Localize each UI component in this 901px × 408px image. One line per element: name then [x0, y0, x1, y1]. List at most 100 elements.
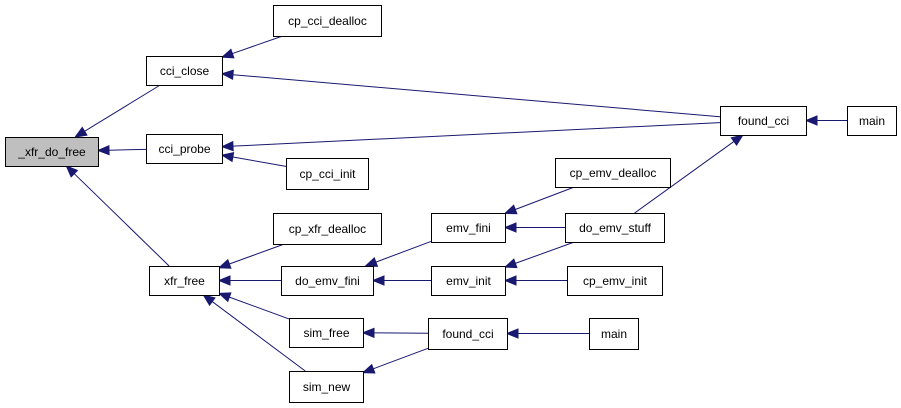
- node-box: [431, 266, 506, 296]
- edge-main_2-to-found_cci_2: [505, 328, 589, 339]
- node-main-2[interactable]: main: [589, 318, 639, 350]
- edge-found_cci_1-to-cci_probe: [220, 122, 721, 152]
- node-sim-free[interactable]: sim_free: [289, 318, 364, 348]
- node-label: do_emv_stuff: [579, 221, 651, 235]
- edge-line: [232, 35, 283, 55]
- edge-cci_close-to-xfr_do_free: [74, 84, 161, 138]
- node-cp-cci-dealloc[interactable]: cp_cci_dealloc: [273, 5, 382, 37]
- edge-arrowhead: [361, 363, 376, 374]
- node-box: [428, 318, 508, 350]
- graph-nodes: _xfr_do_free cci_close cci_probe xfr_free cp…: [5, 5, 897, 403]
- node-cp-emv-dealloc[interactable]: cp_emv_dealloc: [555, 158, 671, 188]
- node-found-cci-1[interactable]: found_cci: [720, 106, 807, 136]
- edge-line: [229, 296, 290, 320]
- node-box: [289, 371, 364, 403]
- node-box: [281, 266, 374, 296]
- edge-line: [84, 84, 161, 132]
- node-box: [589, 318, 639, 350]
- node-cci-probe[interactable]: cci_probe: [146, 134, 223, 164]
- edge-do_emv_fini-to-xfr_free: [217, 275, 281, 286]
- node-label: main: [601, 327, 627, 341]
- node-box: [431, 213, 506, 243]
- node-cp-cci-init[interactable]: cp_cci_init: [286, 158, 369, 190]
- node-do-emv-stuff[interactable]: do_emv_stuff: [565, 213, 665, 243]
- node-emv-fini[interactable]: emv_fini: [431, 213, 506, 243]
- edge-do_emv_stuff-to-found_cci_1: [634, 134, 744, 214]
- edge-cp_emv_dealloc-to-emv_fini: [503, 186, 575, 215]
- node-label: cp_cci_dealloc: [288, 14, 367, 28]
- node-label: found_cci: [738, 114, 789, 128]
- edge-cci_probe-to-xfr_do_free: [96, 144, 147, 156]
- node-xfr-do-free[interactable]: _xfr_do_free: [5, 137, 99, 167]
- edge-do_emv_stuff-to-emv_init: [503, 241, 575, 269]
- edge-found_cci_2-to-sim_new: [361, 347, 429, 374]
- node-main-1[interactable]: main: [847, 106, 897, 136]
- edge-arrowhead: [96, 144, 110, 156]
- node-cp-xfr-dealloc[interactable]: cp_xfr_dealloc: [273, 213, 382, 245]
- node-box: [286, 158, 369, 190]
- node-box: [847, 106, 897, 136]
- edge-arrowhead: [217, 275, 231, 286]
- edge-line: [211, 301, 306, 372]
- node-cp-emv-init[interactable]: cp_emv_init: [567, 266, 663, 296]
- graph-edges: [65, 35, 847, 374]
- edge-emv_init-to-do_emv_fini: [371, 275, 431, 286]
- node-label: emv_init: [446, 274, 491, 288]
- edge-line: [232, 74, 721, 118]
- edge-cp_cci_init-to-cci_probe: [220, 151, 287, 167]
- edge-xfr_free-to-xfr_do_free: [65, 165, 170, 267]
- edge-arrowhead: [220, 140, 234, 152]
- edge-sim_free-to-xfr_free: [217, 292, 290, 320]
- edge-emv_fini-to-do_emv_fini: [364, 240, 432, 267]
- edge-line: [232, 122, 721, 147]
- node-label: sim_free: [303, 326, 349, 340]
- edge-arrowhead: [220, 151, 235, 163]
- edge-line: [108, 148, 147, 151]
- node-box: [146, 56, 223, 86]
- edge-arrowhead: [217, 292, 232, 303]
- node-box: [567, 266, 663, 296]
- edge-cp_cci_dealloc-to-cci_close: [220, 35, 283, 59]
- node-emv-init[interactable]: emv_init: [431, 266, 506, 296]
- edge-cp_xfr_dealloc-to-xfr_free: [217, 243, 285, 269]
- edge-arrowhead: [503, 258, 518, 269]
- node-box: [146, 134, 223, 164]
- edge-arrowhead: [202, 294, 216, 307]
- edge-cp_emv_init-to-emv_init: [503, 275, 567, 286]
- node-cci-close[interactable]: cci_close: [146, 56, 223, 86]
- edge-arrowhead: [65, 165, 79, 178]
- node-label: cp_emv_dealloc: [570, 166, 657, 180]
- node-label: cci_close: [160, 64, 210, 78]
- node-box: [555, 158, 671, 188]
- node-box: [273, 5, 382, 37]
- edge-arrowhead: [503, 222, 517, 233]
- node-label: do_emv_fini: [295, 274, 360, 288]
- edge-arrowhead: [74, 126, 88, 138]
- edge-arrowhead: [371, 275, 385, 286]
- node-label: cci_probe: [158, 142, 210, 156]
- node-found-cci-2[interactable]: found_cci: [428, 318, 508, 350]
- node-sim-new[interactable]: sim_new: [289, 371, 364, 403]
- edge-arrowhead: [220, 48, 235, 59]
- edge-arrowhead: [503, 204, 518, 215]
- node-label: cp_xfr_dealloc: [289, 222, 366, 236]
- edge-line: [515, 241, 575, 264]
- node-box: [149, 266, 220, 296]
- node-label: cp_cci_init: [299, 167, 356, 181]
- node-label: emv_fini: [446, 221, 491, 235]
- node-do-emv-fini[interactable]: do_emv_fini: [281, 266, 374, 296]
- edge-arrowhead: [503, 275, 517, 286]
- edge-line: [634, 141, 735, 214]
- edge-main_1-to-found_cci_1: [804, 115, 847, 126]
- edge-arrowhead: [505, 328, 519, 339]
- edge-arrowhead: [730, 134, 744, 146]
- edge-arrowhead: [804, 115, 818, 126]
- node-label: _xfr_do_free: [17, 145, 86, 159]
- edge-line: [229, 243, 285, 265]
- node-box: [565, 213, 665, 243]
- node-label: main: [859, 114, 885, 128]
- node-xfr-free[interactable]: xfr_free: [149, 266, 220, 296]
- edge-line: [373, 347, 429, 370]
- node-box: [5, 137, 99, 167]
